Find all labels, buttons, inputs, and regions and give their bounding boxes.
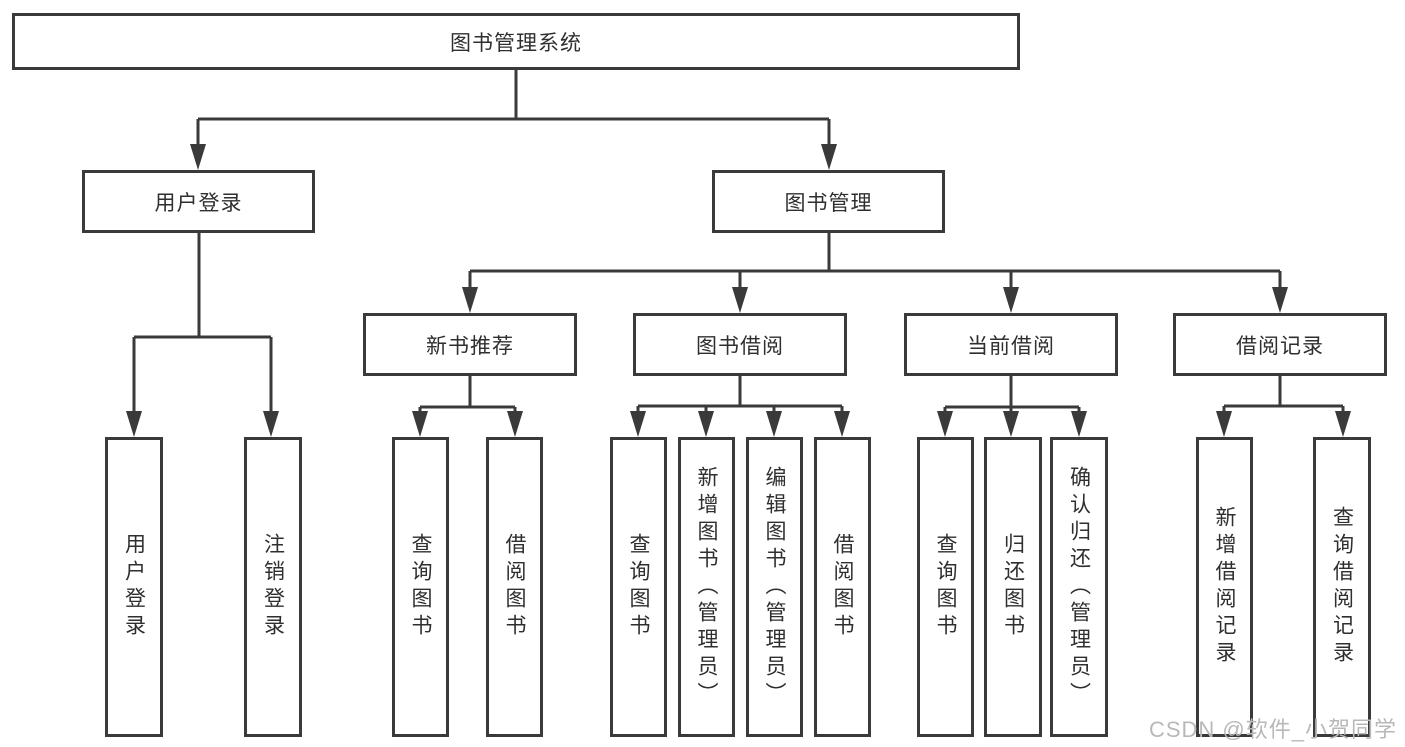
- node-book-borrowing: 图书借阅: [633, 313, 847, 376]
- node-book-management: 图书管理: [712, 170, 945, 233]
- leaf-query-book-borrowing: 查询图书: [610, 437, 667, 737]
- leaf-add-book-admin: 新增图书（管理员）: [678, 437, 735, 737]
- node-label: 查询图书: [627, 533, 650, 641]
- node-label: 图书借阅: [696, 334, 784, 358]
- node-borrowing-records: 借阅记录: [1173, 313, 1387, 376]
- node-label: 归还图书: [1001, 533, 1025, 641]
- leaf-query-book-current: 查询图书: [917, 437, 974, 737]
- leaf-logout: 注销登录: [244, 437, 302, 737]
- node-label: 当前借阅: [967, 334, 1055, 358]
- leaf-query-borrow-record: 查询借阅记录: [1313, 437, 1371, 737]
- node-label: 查询图书: [409, 533, 432, 641]
- node-label: 图书管理系统: [450, 31, 582, 55]
- node-label: 用户登录: [154, 191, 243, 215]
- node-label: 查询图书: [934, 533, 957, 641]
- node-label: 借阅记录: [1236, 334, 1324, 358]
- csdn-watermark: CSDN @软件_小贺同学: [1148, 717, 1397, 742]
- leaf-confirm-return-admin: 确认归还（管理员）: [1050, 437, 1108, 737]
- node-current-borrowing: 当前借阅: [904, 313, 1118, 376]
- node-label: 借阅图书: [831, 533, 854, 641]
- leaf-user-login: 用户登录: [105, 437, 163, 737]
- node-label: 注销登录: [261, 533, 285, 641]
- leaf-return-book: 归还图书: [984, 437, 1042, 737]
- node-label: 新增借阅记录: [1213, 506, 1236, 668]
- node-new-book-recommend: 新书推荐: [363, 313, 577, 376]
- node-label: 编辑图书（管理员）: [763, 465, 786, 709]
- node-library-management-system: 图书管理系统: [12, 13, 1020, 70]
- leaf-borrow-book: 借阅图书: [814, 437, 871, 737]
- node-label: 新增图书（管理员）: [695, 465, 718, 709]
- leaf-edit-book-admin: 编辑图书（管理员）: [746, 437, 803, 737]
- leaf-query-book-recommend: 查询图书: [392, 437, 449, 737]
- leaf-borrow-book-recommend: 借阅图书: [486, 437, 543, 737]
- node-label: 借阅图书: [503, 533, 526, 641]
- leaf-add-borrow-record: 新增借阅记录: [1196, 437, 1253, 737]
- node-label: 新书推荐: [426, 334, 514, 358]
- node-label: 图书管理: [784, 191, 873, 215]
- arrowheads: [126, 144, 1351, 437]
- node-label: 查询借阅记录: [1330, 506, 1354, 668]
- node-user-login: 用户登录: [82, 170, 315, 233]
- node-label: 确认归还（管理员）: [1067, 465, 1091, 709]
- node-label: 用户登录: [122, 533, 146, 641]
